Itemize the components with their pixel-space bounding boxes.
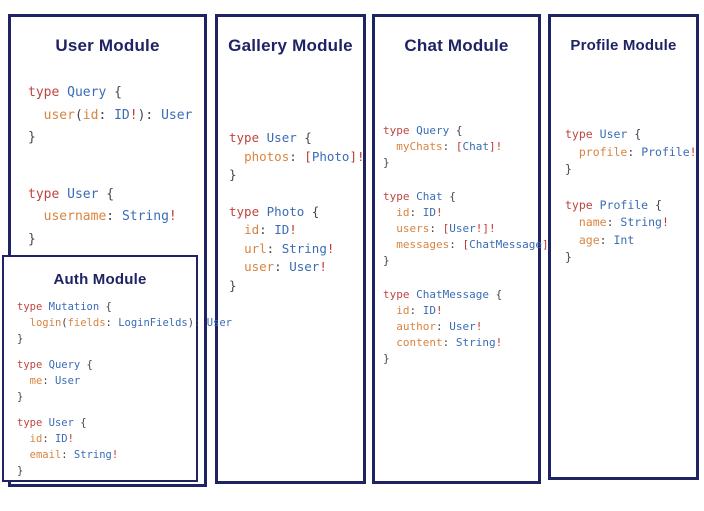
panel-auth-module: Auth Module type Mutation { login(fields… (2, 255, 232, 482)
code-line: type User { (565, 127, 642, 141)
code-line: login(fields: LoginFields): User (29, 317, 232, 329)
code-line: type Photo { (229, 203, 320, 219)
auth-module-code: type Mutation { login(fields: LoginField… (17, 299, 232, 479)
chat-module-title: Chat Module (404, 36, 509, 55)
code-line: name: String! (578, 215, 669, 229)
code-line: } (229, 167, 237, 182)
code-line: } (17, 465, 24, 477)
code-line: type Profile { (565, 197, 662, 212)
code-line: type ChatMessage { (383, 288, 503, 301)
code-line: } (17, 391, 24, 403)
code-line: id: ID! (29, 433, 74, 445)
code-line: } (383, 352, 390, 365)
code-line: type Query { (17, 359, 93, 371)
code-line: user: User! (244, 259, 327, 274)
code-line: } (383, 254, 390, 267)
code-block: type User { photos: [Photo]!} (229, 129, 365, 185)
code-line: id: ID! (396, 206, 443, 219)
gallery-module-title: Gallery Module (228, 36, 353, 55)
code-line: me: User (29, 375, 81, 387)
code-line: messages: [ChatMessage]! (396, 238, 555, 251)
code-line: username: String! (43, 209, 177, 224)
panel-profile-module: Profile Module type User { profile: Prof… (548, 14, 699, 480)
code-line: } (383, 156, 390, 169)
code-line: age: Int (578, 232, 635, 247)
code-line: type Chat { (383, 190, 456, 203)
code-line: type Query { (383, 124, 463, 137)
code-line: type User { (229, 130, 312, 145)
code-block: type Query { user(id: ID!): User} (28, 82, 200, 150)
code-block: type User { profile: Profile!} (565, 126, 697, 179)
code-line: email: String! (29, 449, 119, 461)
code-block: type Query { me: User} (17, 357, 194, 405)
code-line: type Mutation { (17, 301, 112, 313)
code-line: author: User! (396, 320, 483, 333)
code-block: type User { id: ID! email: String!} (17, 415, 194, 479)
code-line: myChats: [Chat]! (396, 140, 503, 153)
code-line: } (28, 231, 36, 247)
code-line: profile: Profile! (578, 144, 697, 159)
code-line: type User { (28, 186, 115, 202)
code-line: } (229, 277, 237, 293)
code-block: type User { username: String!} (28, 184, 200, 252)
user-module-title: User Module (55, 36, 160, 55)
profile-module-title: Profile Module (570, 37, 677, 54)
code-line: } (565, 162, 572, 176)
chat-module-code: type Query { myChats: [Chat]!}type Chat … (383, 123, 555, 367)
code-line: user(id: ID!): User (43, 107, 193, 123)
code-line: url: String! (244, 240, 335, 256)
gallery-module-code: type User { photos: [Photo]!}type Photo … (229, 129, 365, 296)
code-line: users: [User!]! (396, 222, 496, 235)
code-line: type User { (17, 417, 87, 429)
code-block: type Photo { id: ID! url: String! user: … (229, 203, 361, 296)
code-line: } (28, 130, 36, 145)
code-block: type ChatMessage { id: ID! author: User!… (383, 287, 536, 367)
code-block: type Query { myChats: [Chat]!} (383, 123, 536, 171)
code-block: type Mutation { login(fields: LoginField… (17, 299, 232, 347)
code-line: } (565, 250, 572, 264)
code-line: id: ID! (396, 304, 443, 317)
user-module-code: type Query { user(id: ID!): User}type Us… (28, 82, 200, 251)
panel-gallery-module: Gallery Module type User { photos: [Phot… (215, 14, 366, 484)
code-block: type Chat { id: ID! users: [User!]! mess… (383, 189, 555, 269)
profile-module-code: type User { profile: Profile!}type Profi… (565, 126, 697, 267)
code-line: } (17, 333, 24, 345)
code-line: photos: [Photo]! (244, 148, 365, 164)
code-line: type Query { (28, 85, 122, 100)
code-line: id: ID! (244, 222, 297, 237)
code-block: type Profile { name: String! age: Int} (565, 197, 694, 267)
panel-chat-module: Chat Module type Query { myChats: [Chat]… (372, 14, 555, 484)
code-line: content: String! (396, 336, 503, 349)
auth-module-title: Auth Module (53, 271, 147, 288)
